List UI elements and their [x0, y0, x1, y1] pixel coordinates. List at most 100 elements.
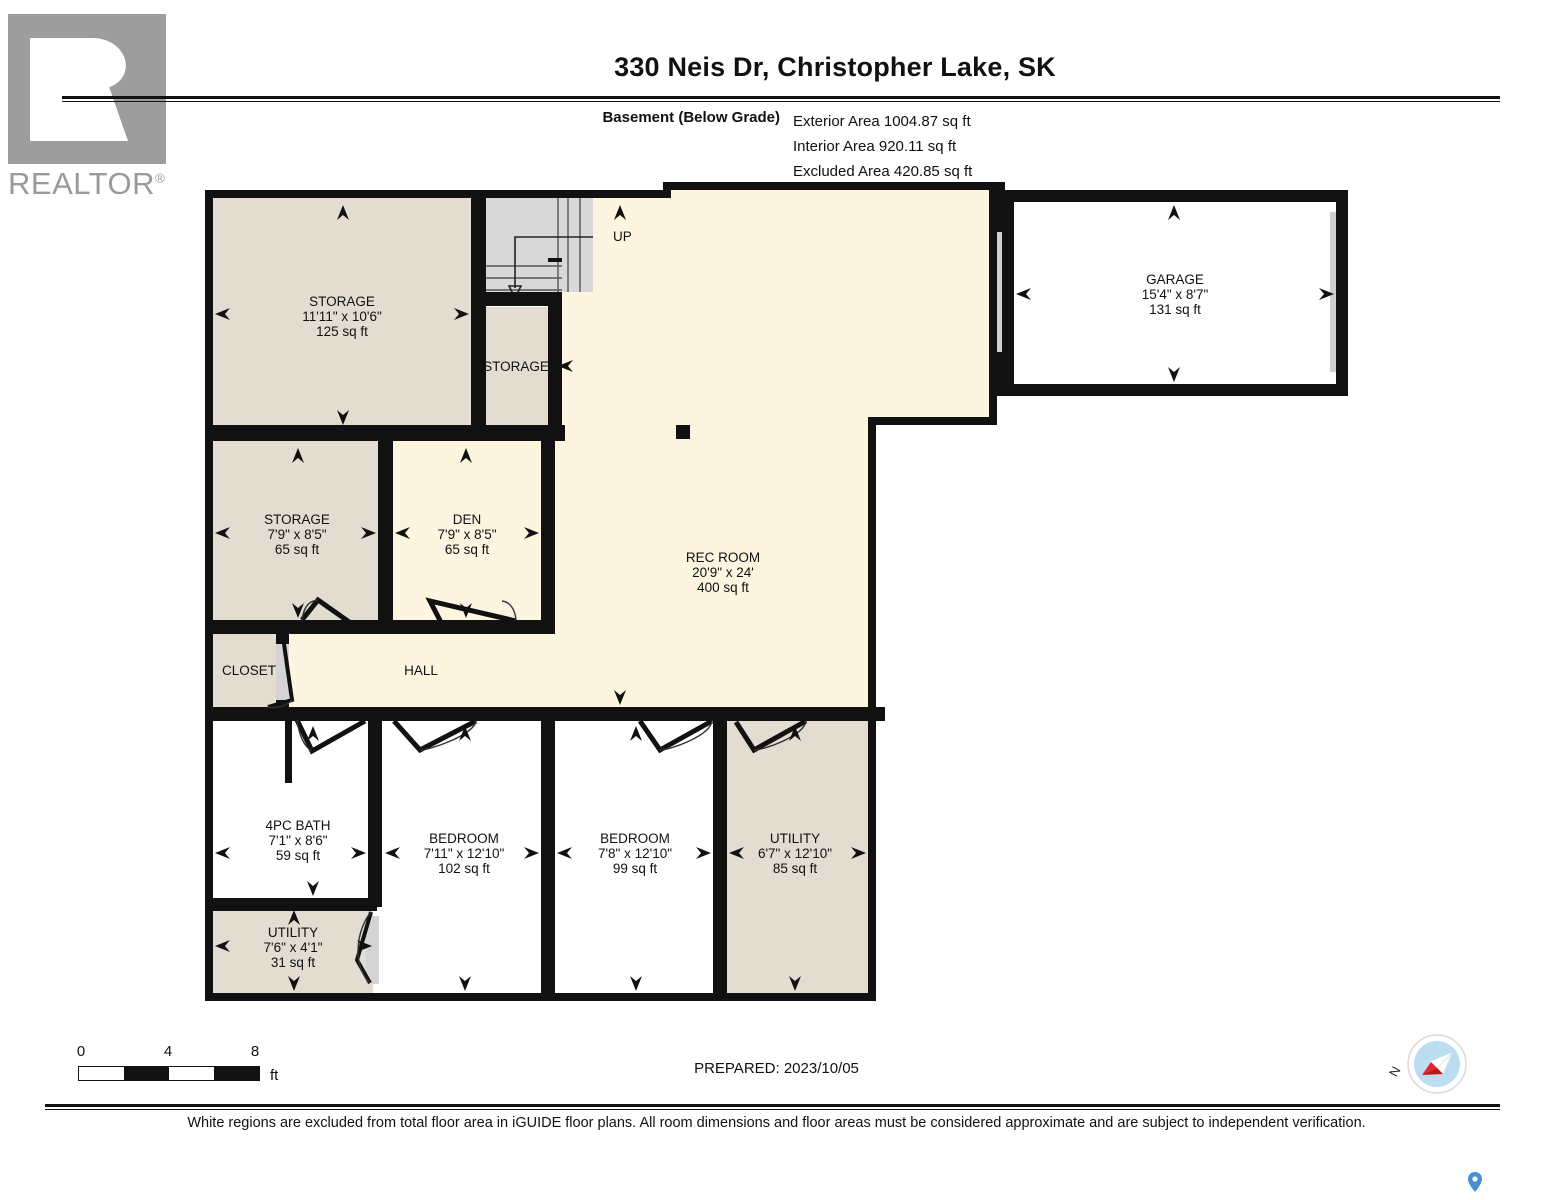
- door-leaf-utility-lower-left: [354, 911, 373, 984]
- room-dimensions: 7'11" x 12'10": [424, 846, 505, 861]
- room-dimensions: 7'1" x 8'6": [268, 833, 327, 848]
- door-arc-storage-mid-left: [301, 599, 319, 621]
- registered-trademark-icon: ®: [155, 170, 166, 186]
- exterior-area: Exterior Area 1004.87 sq ft: [793, 113, 971, 130]
- stairs-direction-arrow-icon: [514, 236, 593, 288]
- room-name: STORAGE: [483, 359, 549, 374]
- wall-garage-left-upper: [990, 190, 1014, 232]
- dim-arrow-left-icon: [395, 527, 410, 539]
- room-fill-utility-right: [724, 719, 868, 993]
- wall-bedroom-right-right: [713, 707, 727, 995]
- wall-den-right: [541, 433, 555, 633]
- room-area: 65 sq ft: [275, 542, 320, 557]
- scale-tick-0: 0: [76, 1043, 86, 1060]
- window-garage-right: [1330, 212, 1340, 372]
- location-pin-icon: [1468, 1172, 1482, 1192]
- dim-arrow-up-icon: [630, 726, 642, 741]
- dim-arrow-left-icon: [557, 847, 572, 859]
- room-fill-bedroom-left: [380, 719, 545, 993]
- room-fill-closet: [213, 632, 285, 712]
- room-area: 125 sq ft: [316, 324, 368, 339]
- dim-arrow-left-icon: [1016, 288, 1031, 300]
- room-area: 400 sq ft: [697, 580, 749, 595]
- wall-stair-storage-right: [548, 292, 562, 432]
- room-dimensions: 7'9" x 8'5": [267, 527, 326, 542]
- door-leaf-den: [425, 597, 517, 634]
- room-label-storage-mid-left: STORAGE 7'9" x 8'5" 65 sq ft: [264, 512, 330, 557]
- room-name: DEN: [453, 512, 482, 527]
- scale-seg-3: [169, 1067, 214, 1080]
- wall-bath-stub: [285, 719, 292, 783]
- structural-column: [676, 425, 690, 439]
- dim-arrow-up-icon: [337, 205, 349, 220]
- room-fill-hall: [290, 632, 552, 712]
- room-name: HALL: [404, 663, 438, 678]
- room-label-den: DEN 7'9" x 8'5" 65 sq ft: [437, 512, 496, 557]
- header-divider-thin: [62, 101, 1500, 102]
- room-fill-rec-room: [548, 190, 997, 712]
- dim-arrow-right-icon: [454, 308, 469, 320]
- dim-arrow-right-icon: [361, 527, 376, 539]
- room-label-garage: GARAGE 15'4" x 8'7" 131 sq ft: [1142, 272, 1209, 317]
- dim-arrow-up-icon: [1168, 205, 1180, 220]
- door-arc-utility-right: [753, 720, 807, 751]
- room-fill-storage-upper-left: [213, 198, 471, 432]
- room-area: 85 sq ft: [773, 861, 818, 876]
- room-label-bath-4pc: 4PC BATH 7'1" x 8'6" 59 sq ft: [265, 818, 330, 863]
- room-label-utility-right: UTILITY 6'7" x 12'10" 85 sq ft: [758, 831, 832, 876]
- scale-bar-group: 0 4 8 ft: [76, 1043, 288, 1084]
- excluded-area: Excluded Area 420.85 sq ft: [793, 163, 973, 180]
- room-dimensions: 6'7" x 12'10": [758, 846, 832, 861]
- compass-icon: [1407, 1034, 1467, 1094]
- dim-arrow-down-icon: [630, 976, 642, 991]
- room-name: BEDROOM: [600, 831, 670, 846]
- room-area: 102 sq ft: [438, 861, 490, 876]
- room-area: 59 sq ft: [276, 848, 321, 863]
- room-dimensions: 7'8" x 12'10": [598, 846, 672, 861]
- wall-garage-left-lower: [990, 352, 1014, 396]
- door-arc-bath: [296, 719, 313, 752]
- scale-seg-4: [214, 1067, 259, 1080]
- dim-arrow-right-icon: [524, 527, 539, 539]
- dim-arrow-down-icon: [789, 976, 801, 991]
- room-label-storage-upper-left: STORAGE 11'11" x 10'6" 125 sq ft: [302, 294, 382, 339]
- prepared-date: PREPARED: 2023/10/05: [694, 1060, 859, 1077]
- dim-arrow-left-icon: [215, 527, 230, 539]
- room-fill-storage-stair-closet: [486, 307, 548, 432]
- dim-arrow-right-icon: [357, 940, 372, 952]
- wall-bath-utility-divider: [205, 898, 377, 911]
- room-name: STORAGE: [264, 512, 330, 527]
- room-fill-bedroom-right: [552, 719, 717, 993]
- scale-seg-2: [124, 1067, 169, 1080]
- walls: [205, 182, 1348, 1001]
- dim-arrow-left-icon: [215, 847, 230, 859]
- room-labels: UP STORAGE 11'11" x 10'6" 125 sq ft STOR…: [222, 229, 1208, 970]
- dim-arrow-up-icon: [460, 448, 472, 463]
- door-arc-bedroom-left: [419, 720, 477, 751]
- scale-bar: [78, 1066, 260, 1081]
- dim-arrow-right-icon: [351, 847, 366, 859]
- page-title: 330 Neis Dr, Christopher Lake, SK: [614, 52, 1056, 82]
- door-arc-closet: [267, 699, 293, 709]
- scale-unit-label: ft: [270, 1067, 279, 1084]
- room-fills: [213, 190, 1336, 993]
- dim-arrow-up-icon: [292, 448, 304, 463]
- wall-hall-top: [205, 620, 555, 634]
- realtor-r-glyph-icon: [8, 14, 166, 164]
- realtor-r-mark-icon: [8, 14, 166, 164]
- room-dimensions: 11'11" x 10'6": [302, 309, 382, 324]
- dim-arrow-up-icon: [459, 726, 471, 741]
- room-name: UTILITY: [770, 831, 820, 846]
- staircase: [486, 198, 593, 305]
- room-area: 65 sq ft: [445, 542, 490, 557]
- dim-arrow-left-icon: [215, 940, 230, 952]
- room-dimensions: 7'6" x 4'1": [263, 940, 322, 955]
- room-name: CLOSET: [222, 663, 276, 678]
- header-divider: [62, 96, 1500, 99]
- room-fill-garage: [1012, 198, 1336, 384]
- dim-arrow-up-icon: [614, 205, 626, 220]
- dim-arrow-left-icon: [729, 847, 744, 859]
- room-name: 4PC BATH: [265, 818, 330, 833]
- room-name: GARAGE: [1146, 272, 1204, 287]
- room-area: 31 sq ft: [271, 955, 316, 970]
